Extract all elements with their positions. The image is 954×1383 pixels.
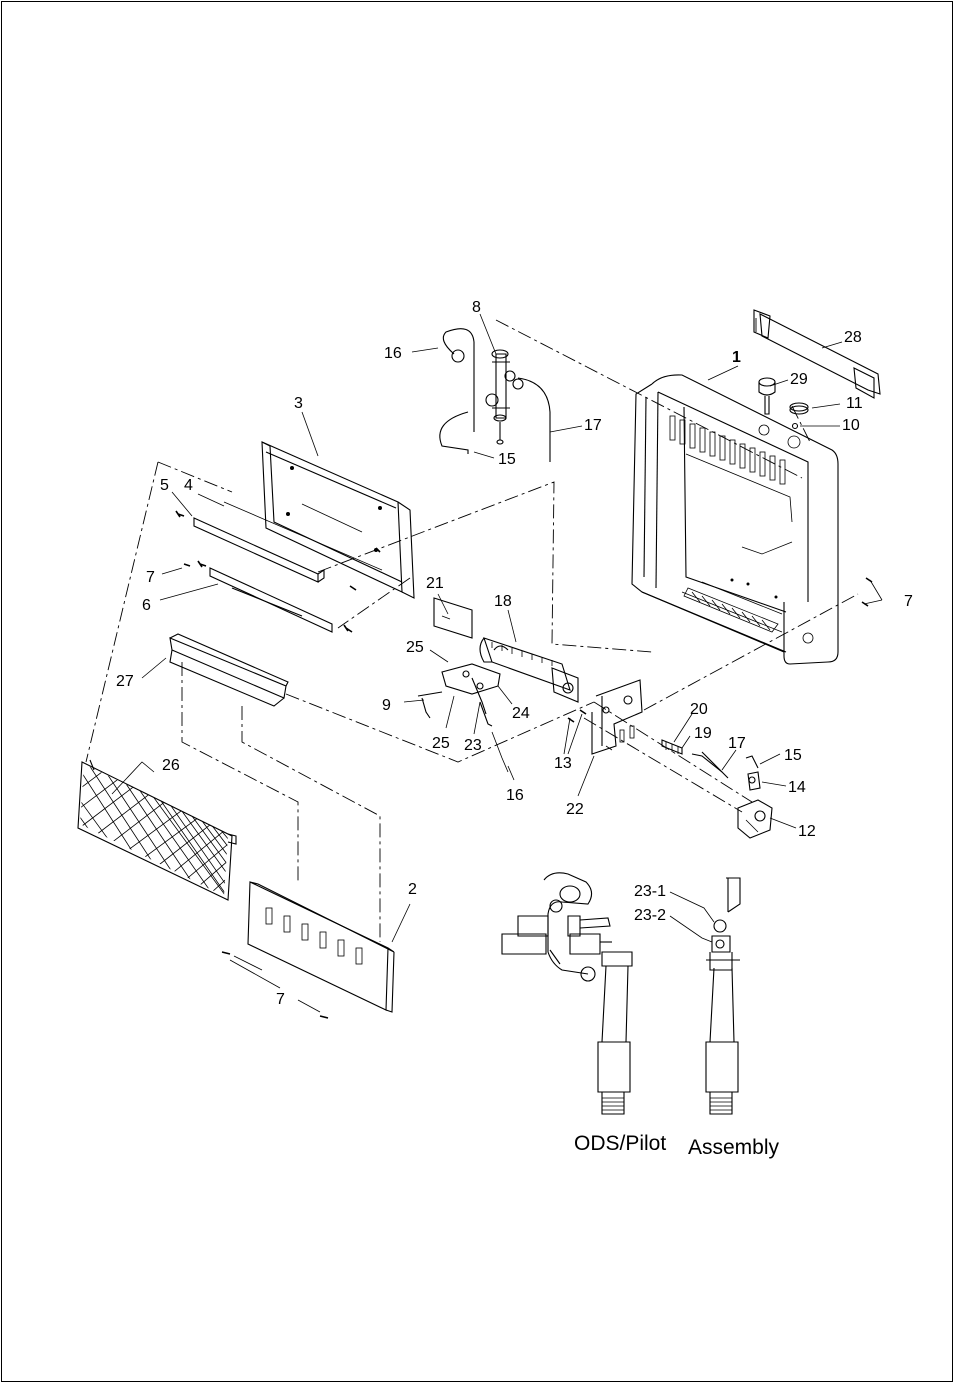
- label-part-15-top: 15: [498, 451, 516, 468]
- label-part-23: 23: [464, 737, 482, 754]
- label-part-19: 19: [694, 725, 712, 742]
- label-part-4: 4: [184, 477, 193, 494]
- label-part-25-bottom: 25: [432, 735, 450, 752]
- label-part-29: 29: [790, 371, 808, 388]
- label-part-6: 6: [142, 597, 151, 614]
- label-part-27: 27: [116, 673, 134, 690]
- safety-screen: [77, 759, 237, 901]
- mounting-bracket: [753, 309, 881, 399]
- valve-screws: [567, 577, 873, 723]
- label-part-16-bottom: 16: [506, 787, 524, 804]
- label-part-17-top: 17: [584, 417, 602, 434]
- label-part-7-bottom: 7: [276, 991, 285, 1008]
- control-knob: [758, 377, 776, 415]
- label-part-10: 10: [842, 417, 860, 434]
- upper-rail: [193, 517, 325, 583]
- label-part-7-right: 7: [904, 593, 913, 610]
- screw-set: [175, 510, 381, 633]
- front-trim: [169, 633, 289, 707]
- piezo-nut: [791, 422, 799, 430]
- cabinet-upper-slots: [669, 415, 786, 485]
- burner-plate: [433, 597, 473, 639]
- lower-rail: [209, 567, 333, 633]
- heater-cabinet: [631, 374, 839, 665]
- label-part-8: 8: [472, 299, 481, 316]
- assembly-lines: [85, 318, 859, 942]
- label-part-16-top: 16: [384, 345, 402, 362]
- label-part-2: 2: [408, 881, 417, 898]
- label-part-25-top: 25: [406, 639, 424, 656]
- knob-ring: [789, 402, 809, 415]
- control-bracket: [591, 679, 643, 755]
- caption-ods-pilot: ODS/Pilot: [574, 1132, 666, 1155]
- part-labels: 8 16 15 17 1 28 29 11 10 3 5 4 7 6 27 26…: [116, 299, 913, 1008]
- label-part-20: 20: [690, 701, 708, 718]
- label-part-1: 1: [732, 349, 741, 366]
- label-part-23-2: 23-2: [634, 907, 666, 924]
- label-part-14: 14: [788, 779, 806, 796]
- label-part-11: 11: [846, 395, 863, 412]
- label-part-22: 22: [566, 801, 584, 818]
- burner-tube: [479, 637, 579, 703]
- label-part-24: 24: [512, 705, 530, 722]
- fittings: [661, 739, 729, 779]
- label-part-17-bottom: 17: [728, 735, 746, 752]
- cabinet-lower-slots: [683, 587, 779, 633]
- caption-assembly: Assembly: [688, 1136, 780, 1159]
- label-part-15-bottom: 15: [784, 747, 802, 764]
- ods-pilot-small: [417, 663, 509, 773]
- label-part-28: 28: [844, 329, 862, 346]
- label-part-9: 9: [382, 697, 391, 714]
- label-part-23-1: 23-1: [634, 883, 666, 900]
- pilot-tubing: [439, 328, 551, 462]
- gas-valve: [737, 755, 773, 839]
- label-part-7-left: 7: [146, 569, 155, 586]
- label-part-12: 12: [798, 823, 816, 840]
- heat-shield: [223, 441, 415, 599]
- label-part-26: 26: [162, 757, 180, 774]
- label-part-13: 13: [554, 755, 572, 772]
- bottom-panel: [221, 881, 395, 1019]
- leader-lines: [111, 313, 883, 1013]
- ods-pilot-assembly-right: [705, 877, 741, 1115]
- label-part-18: 18: [494, 593, 512, 610]
- label-part-3: 3: [294, 395, 303, 412]
- ods-pilot-assembly-left: [501, 872, 633, 1115]
- label-part-5: 5: [160, 477, 169, 494]
- label-part-21: 21: [426, 575, 444, 592]
